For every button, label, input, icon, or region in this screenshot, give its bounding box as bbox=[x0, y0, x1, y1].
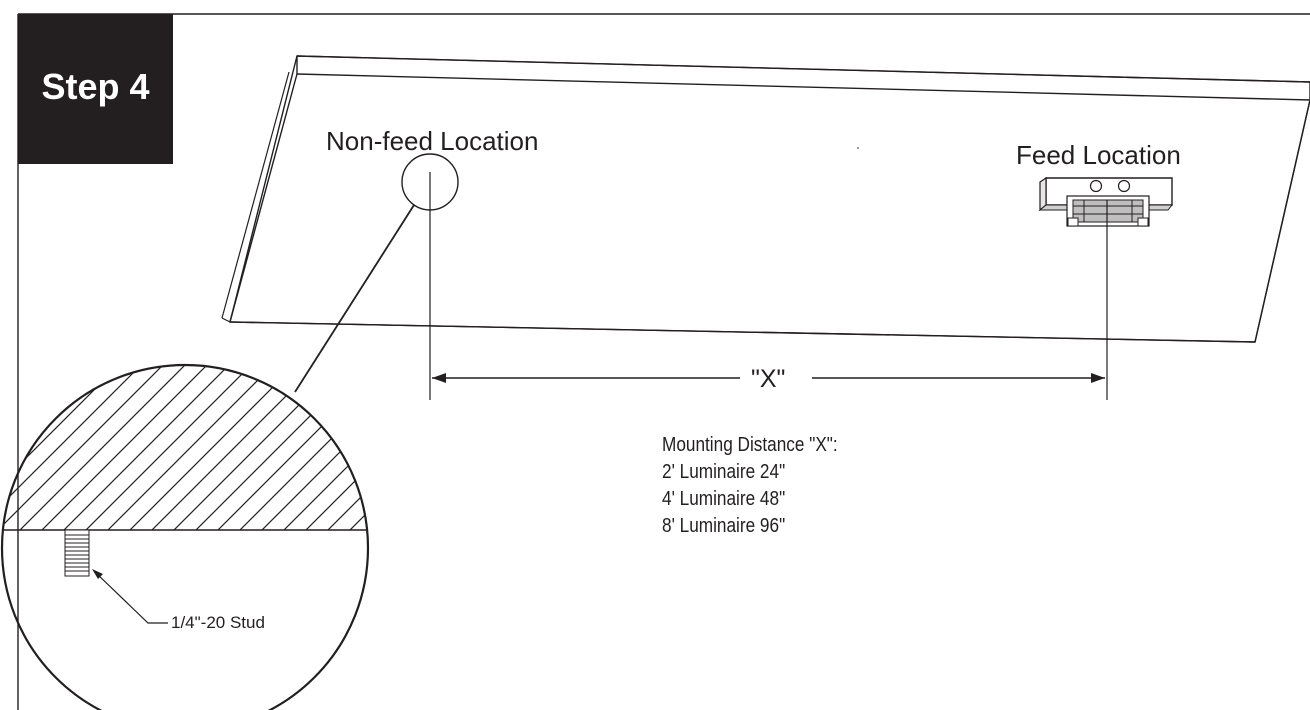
ceiling-panel bbox=[221, 55, 1310, 343]
stud-label: 1/4"-20 Stud bbox=[171, 613, 265, 632]
dimension-line-x bbox=[432, 373, 1105, 383]
stud-detail-circle bbox=[0, 363, 370, 710]
mounting-distance-2ft: 2' Luminaire 24" bbox=[662, 461, 786, 483]
mounting-distance-8ft: 8' Luminaire 96" bbox=[662, 515, 786, 537]
zoom-leader-line bbox=[294, 204, 415, 393]
mounting-distance-notes: Mounting Distance "X": 2' Luminaire 24" … bbox=[662, 432, 838, 540]
mounting-distance-4ft: 4' Luminaire 48" bbox=[662, 488, 786, 510]
mounting-distance-heading: Mounting Distance "X": bbox=[662, 434, 838, 456]
non-feed-location-label: Non-feed Location bbox=[326, 126, 539, 156]
feed-location-label: Feed Location bbox=[1016, 140, 1181, 170]
feed-junction-box bbox=[1038, 176, 1174, 227]
dimension-x-label: "X" bbox=[751, 365, 786, 393]
step-badge: Step 4 bbox=[18, 14, 173, 164]
